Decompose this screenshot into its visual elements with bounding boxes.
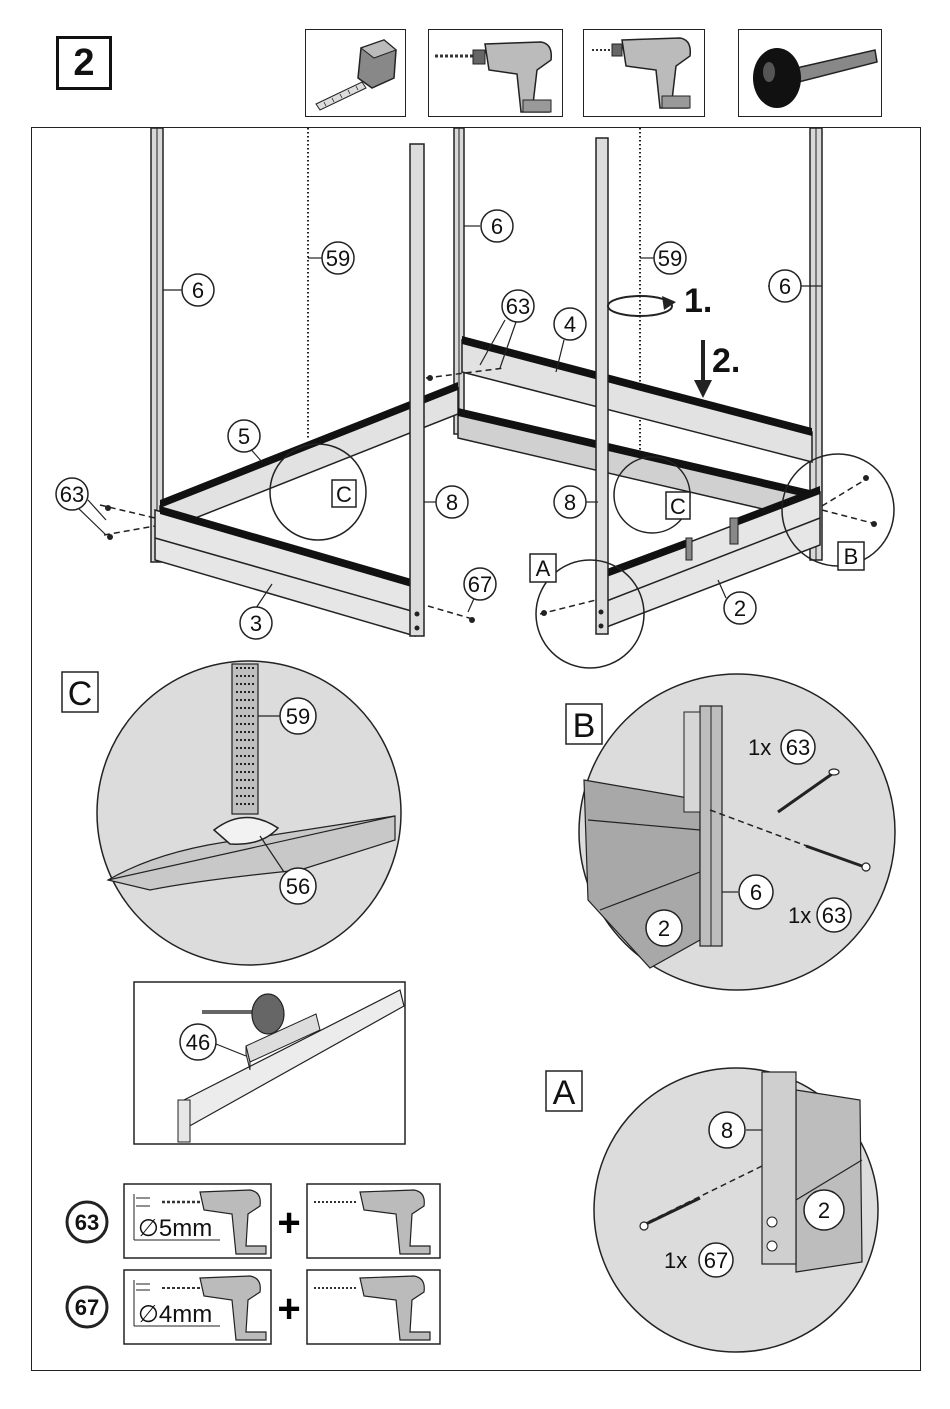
detail-c: C 59 56 [62,661,401,965]
svg-text:A: A [536,556,551,581]
plus-symbol-63: + [277,1201,300,1245]
svg-text:6: 6 [192,278,204,303]
callout-63-detail-top: 63 [781,730,815,764]
callout-6-left: 6 [182,274,214,306]
main-assembly [100,128,894,668]
callout-8-detail: 8 [709,1112,745,1148]
quantity-label-63-bottom: 1x [788,903,811,928]
svg-text:8: 8 [564,490,576,515]
callout-6-middle: 6 [481,210,513,242]
svg-text:C: C [336,482,352,507]
callout-2-detail-a: 2 [804,1190,844,1230]
drill-spec-67: 67 ∅4mm + [67,1270,440,1344]
callout-3: 3 [240,607,272,639]
callout-63-left: 63 [56,478,88,510]
callout-59-detail: 59 [280,698,316,734]
svg-text:67: 67 [704,1248,728,1273]
svg-text:4: 4 [564,312,576,337]
svg-text:59: 59 [286,704,310,729]
svg-text:63: 63 [786,735,810,760]
svg-text:63: 63 [75,1210,99,1235]
quantity-label-63-top: 1x [748,735,771,760]
detail-b: B 6 2 1x 63 1x 63 [566,674,895,990]
svg-text:67: 67 [75,1295,99,1320]
callout-67: 67 [464,568,496,600]
svg-text:59: 59 [326,246,350,271]
svg-text:∅4mm: ∅4mm [138,1301,212,1328]
drill-spec-63: 63 ∅5mm + [67,1184,440,1258]
svg-text:5: 5 [238,424,250,449]
detail-46: 46 [134,982,405,1144]
svg-text:63: 63 [822,903,846,928]
svg-text:59: 59 [658,246,682,271]
step-label-1: 1. [684,282,712,320]
detail-label-c-right: C [666,492,690,519]
callout-4: 4 [554,308,586,340]
quantity-label-67: 1x [664,1248,687,1273]
svg-text:8: 8 [721,1118,733,1143]
callout-2: 2 [724,592,756,624]
svg-text:46: 46 [186,1030,210,1055]
callout-63-detail-bottom: 63 [817,898,851,932]
svg-text:56: 56 [286,874,310,899]
svg-text:8: 8 [446,490,458,515]
svg-text:6: 6 [750,880,762,905]
callout-5: 5 [228,420,260,452]
svg-text:63: 63 [506,294,530,319]
svg-text:2: 2 [818,1198,830,1223]
callout-59-left: 59 [322,242,354,274]
svg-text:6: 6 [779,274,791,299]
callout-56: 56 [280,868,316,904]
svg-text:63: 63 [60,482,84,507]
plus-symbol-67: + [277,1287,300,1331]
callout-8-left: 8 [436,486,468,518]
svg-text:67: 67 [468,572,492,597]
callout-46: 46 [180,1024,216,1060]
detail-a: A 8 2 1x 67 [546,1068,878,1352]
callout-63-top: 63 [502,290,534,322]
detail-label-a-small: A [530,554,556,582]
svg-text:B: B [844,544,859,569]
callout-6-detail: 6 [739,875,773,909]
svg-text:C: C [670,494,686,519]
svg-text:2: 2 [658,916,670,941]
callout-59-right: 59 [654,242,686,274]
detail-label-b-small: B [838,542,864,570]
callout-2-detail-b: 2 [646,910,682,946]
detail-label-c-left: C [332,480,356,507]
post-8-left [410,144,424,636]
svg-text:3: 3 [250,611,262,636]
callout-6-right: 6 [769,270,801,302]
svg-text:A: A [553,1074,576,1112]
svg-text:∅5mm: ∅5mm [138,1215,212,1242]
callout-67-detail: 67 [699,1243,733,1277]
svg-text:C: C [68,675,93,713]
svg-text:2: 2 [734,596,746,621]
svg-text:B: B [573,707,596,745]
step-label-2: 2. [712,342,740,380]
post-8-right [596,138,608,634]
svg-text:6: 6 [491,214,503,239]
callout-8-right: 8 [554,486,586,518]
